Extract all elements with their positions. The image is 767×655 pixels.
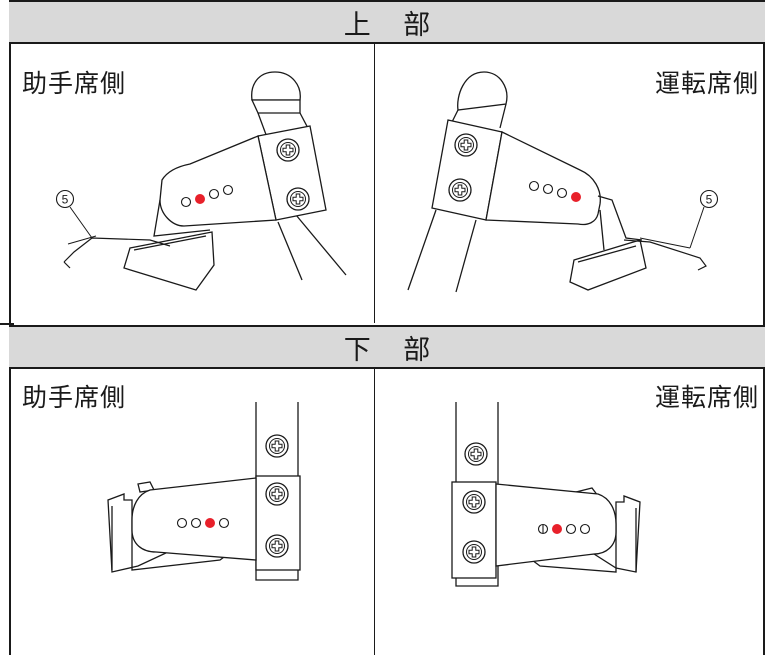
upper-divider [374, 42, 375, 323]
phillips-screw-icon [448, 178, 472, 202]
upper-left-callout: 5 [55, 189, 93, 239]
phillips-screw-icon [454, 133, 478, 157]
phillips-screw-icon [265, 534, 289, 558]
phillips-screw-icon [265, 434, 289, 458]
lower-right-holes [537, 523, 591, 535]
upper-left-label: 助手席側 [22, 69, 127, 98]
lower-divider [374, 369, 375, 655]
phillips-screw-icon [276, 138, 300, 162]
phillips-screw-icon [265, 482, 289, 506]
callout-number: 5 [62, 193, 69, 207]
upper-left-holes [180, 184, 234, 208]
lower-section-header: 下 部 [9, 325, 765, 369]
left-tick [0, 323, 14, 325]
upper-section-title: 上 部 [343, 9, 443, 41]
lower-section-title: 下 部 [343, 334, 443, 366]
lower-right-label: 運転席側 [654, 383, 759, 412]
upper-right-callout: 5 [689, 189, 719, 249]
phillips-screw-icon [286, 187, 310, 211]
upper-right-label: 運転席側 [654, 69, 759, 98]
upper-section-header: 上 部 [9, 0, 765, 44]
upper-left-bracket [63, 71, 347, 291]
callout-number: 5 [706, 193, 713, 207]
upper-right-holes [528, 180, 581, 202]
phillips-screw-icon [462, 490, 486, 514]
phillips-screw-icon [462, 540, 486, 564]
lower-left-label: 助手席側 [22, 383, 127, 412]
phillips-screw-icon [464, 442, 488, 466]
lower-left-holes [176, 517, 230, 529]
